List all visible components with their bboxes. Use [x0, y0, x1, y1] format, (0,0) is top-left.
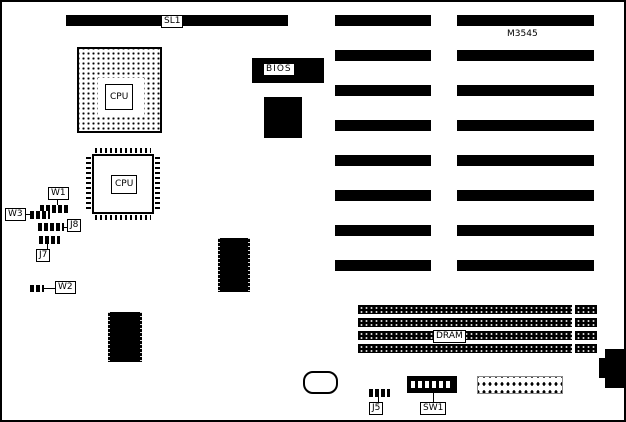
dram-socket-end [575, 344, 597, 353]
j5-label: J5 [369, 402, 384, 415]
expansion-slot [335, 120, 431, 131]
j5-wire [378, 397, 379, 402]
cpu-chip-leads-right [155, 157, 160, 211]
j7-label: J7 [36, 249, 51, 262]
expansion-slot [457, 260, 594, 271]
rom-chip [264, 97, 302, 138]
dram-label: DRAM [433, 330, 466, 343]
dram-socket-end [575, 318, 597, 327]
expansion-slot [335, 50, 431, 61]
dram-socket-end [575, 305, 597, 314]
j8-jumper [38, 223, 64, 231]
cpu-socket: CPU [77, 47, 162, 133]
rounded-component [303, 371, 338, 394]
w2-wire [44, 288, 55, 289]
cpu-chip-leads-top [95, 148, 151, 153]
sw1-dip-switch [407, 376, 457, 393]
expansion-slot [335, 225, 431, 236]
cpu-chip-label: CPU [111, 175, 138, 194]
sl1-label: SL1 [161, 15, 184, 28]
expansion-slot [335, 260, 431, 271]
j7-wire [47, 244, 48, 249]
pin-header [477, 376, 563, 394]
dram-socket [358, 318, 572, 327]
expansion-slot [335, 15, 431, 26]
dram-socket-end [575, 331, 597, 340]
j8-label: J8 [67, 219, 82, 232]
w1-jumper [40, 205, 68, 213]
ic-chip [218, 238, 250, 292]
expansion-slot [457, 50, 594, 61]
model-label: M3545 [507, 29, 538, 39]
cpu-chip-leads-left [86, 157, 91, 211]
expansion-slot [335, 85, 431, 96]
cpu-socket-label: CPU [105, 84, 134, 110]
j7-jumper [39, 236, 60, 244]
keyboard-connector-tab [599, 358, 606, 378]
expansion-slot [457, 15, 594, 26]
w2-jumper [30, 285, 44, 292]
expansion-slot [457, 120, 594, 131]
cpu-chip-leads-bottom [95, 215, 151, 220]
expansion-slot [457, 190, 594, 201]
cpu-chip: CPU [92, 154, 154, 214]
w3-label: W3 [5, 208, 26, 221]
bios-label: BIOS [263, 63, 295, 76]
w3-wire [25, 214, 30, 215]
w1-wire [57, 200, 58, 205]
ic-chip [108, 312, 142, 362]
sw1-switch-row [411, 381, 453, 388]
sw1-wire [433, 393, 434, 402]
j8-wire [64, 227, 67, 228]
j5-connector [369, 389, 390, 397]
dram-socket [358, 344, 572, 353]
sw1-label: SW1 [420, 402, 447, 415]
keyboard-connector [605, 349, 624, 388]
expansion-slot [457, 85, 594, 96]
w3-jumper [30, 211, 50, 219]
expansion-slot [335, 155, 431, 166]
expansion-slot [457, 155, 594, 166]
w1-label: W1 [48, 187, 69, 200]
expansion-slot [335, 190, 431, 201]
w2-label: W2 [55, 281, 76, 294]
expansion-slot [457, 225, 594, 236]
dram-socket [358, 305, 572, 314]
